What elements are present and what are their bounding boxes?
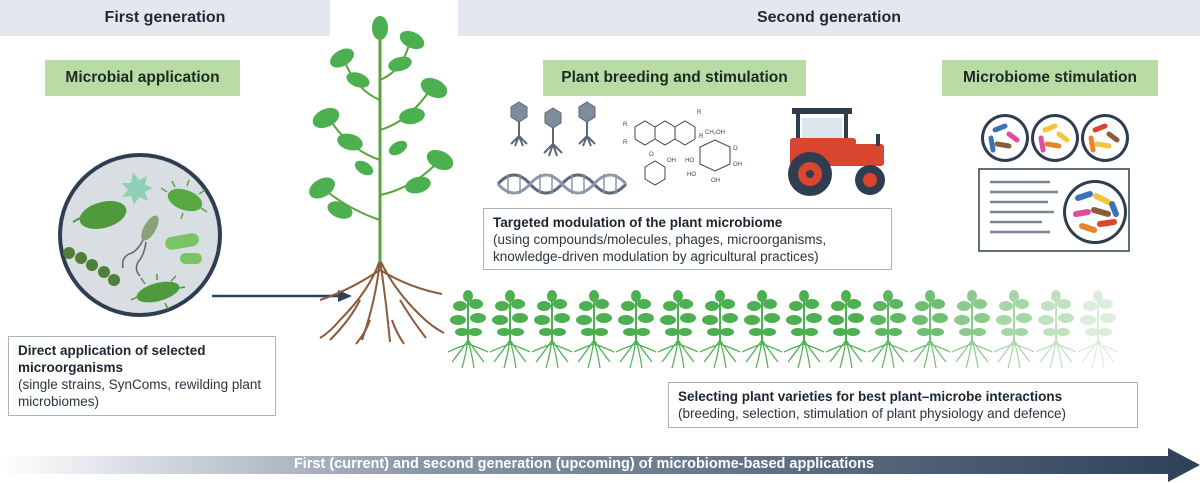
seedling-icon	[1077, 289, 1119, 369]
tractor-icon	[788, 108, 885, 196]
svg-text:OH: OH	[711, 178, 720, 184]
dna-icon	[496, 173, 628, 195]
seedling-icon	[447, 289, 489, 369]
molecule-icon: R R R R O OH CH₂OH O OH HO HO OH	[623, 110, 742, 186]
timeline-label: First (current) and second generation (u…	[293, 456, 875, 472]
seedling-icon	[741, 289, 783, 369]
svg-text:OH: OH	[667, 158, 676, 164]
targeted-modulation-body: (using compounds/molecules, phages, micr…	[493, 232, 827, 264]
svg-text:R: R	[697, 110, 702, 116]
targeted-modulation-title: Targeted modulation of the plant microbi…	[493, 215, 783, 230]
svg-text:OH: OH	[733, 162, 742, 168]
phage-icon	[510, 101, 596, 157]
seedling-icon	[867, 289, 909, 369]
svg-text:O: O	[733, 146, 738, 152]
seedling-icon	[825, 289, 867, 369]
svg-text:O: O	[649, 152, 654, 158]
seedling-icon	[615, 289, 657, 369]
seedling-icon	[489, 289, 531, 369]
selecting-varieties-box: Selecting plant varieties for best plant…	[668, 382, 1138, 428]
svg-text:HO: HO	[687, 172, 696, 178]
direct-application-box: Direct application of selected microorga…	[8, 336, 276, 416]
seedling-icon	[909, 289, 951, 369]
plant-icon	[309, 16, 454, 345]
seedling-icon	[657, 289, 699, 369]
seedling-icon	[531, 289, 573, 369]
seedling-icon	[783, 289, 825, 369]
first-generation-header: First generation	[0, 0, 330, 36]
second-generation-header: Second generation	[458, 0, 1200, 36]
svg-text:R: R	[699, 134, 704, 140]
plant-breeding-label: Plant breeding and stimulation	[543, 60, 806, 96]
selecting-varieties-body: (breeding, selection, stimulation of pla…	[678, 406, 1066, 421]
targeted-modulation-box: Targeted modulation of the plant microbi…	[483, 208, 892, 270]
first-generation-label: First generation	[104, 9, 226, 26]
seedling-row	[447, 289, 1119, 369]
svg-text:R: R	[623, 140, 628, 146]
timeline-arrow	[0, 448, 1200, 482]
seedling-icon	[951, 289, 993, 369]
bacteria-dish-icon	[981, 114, 1129, 162]
svg-text:R: R	[623, 122, 628, 128]
application-arrow	[212, 290, 352, 302]
seedling-icon	[1035, 289, 1077, 369]
microbial-application-label: Microbial application	[45, 60, 240, 96]
seedling-icon	[573, 289, 615, 369]
svg-text:CH₂OH: CH₂OH	[705, 130, 725, 136]
svg-text:HO: HO	[685, 158, 694, 164]
seedling-icon	[993, 289, 1035, 369]
microbiome-stimulation-label: Microbiome stimulation	[942, 60, 1158, 96]
seedling-icon	[699, 289, 741, 369]
petri-dish-icon	[58, 153, 222, 317]
selecting-varieties-title: Selecting plant varieties for best plant…	[678, 389, 1063, 404]
direct-application-body: (single strains, SynComs, rewilding plan…	[18, 377, 262, 409]
document-icon	[978, 168, 1130, 252]
second-generation-label: Second generation	[756, 9, 902, 26]
direct-application-title: Direct application of selected microorga…	[18, 343, 206, 375]
